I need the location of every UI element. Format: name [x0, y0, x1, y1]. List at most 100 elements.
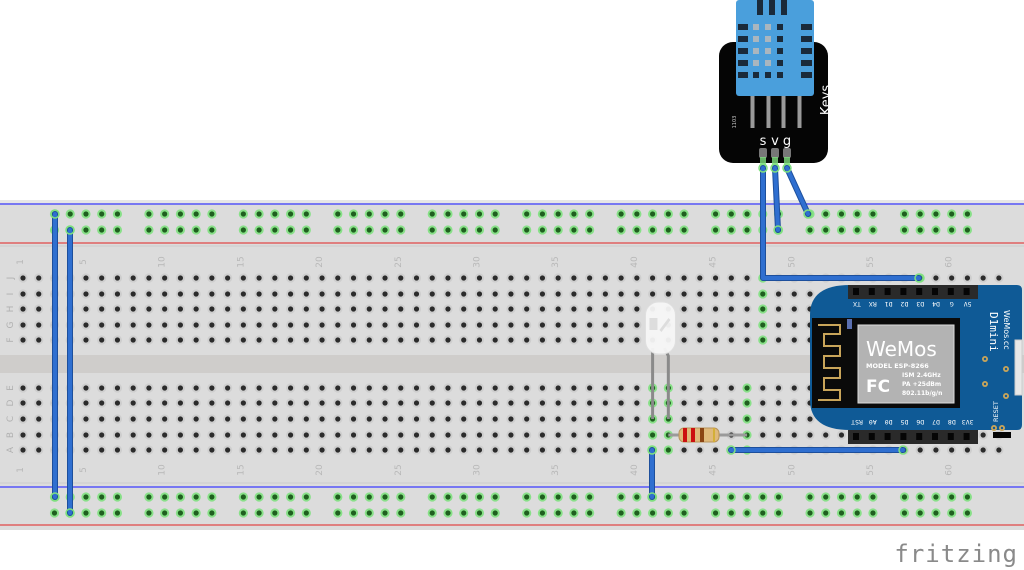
hole-A61[interactable]: [964, 447, 971, 453]
hole-G11[interactable]: [177, 322, 183, 328]
hole-A6[interactable]: [99, 447, 105, 453]
hole-E29[interactable]: [461, 385, 467, 391]
hole-G33[interactable]: [524, 322, 530, 328]
top-rail-hole[interactable]: [162, 211, 168, 217]
hole-A33[interactable]: [524, 447, 530, 453]
hole-E22[interactable]: [350, 385, 357, 391]
hole-I9[interactable]: [146, 291, 152, 297]
hole-I51[interactable]: [807, 291, 813, 297]
hole-A24[interactable]: [382, 447, 388, 453]
hole-I5[interactable]: [83, 291, 89, 297]
hole-H17[interactable]: [272, 306, 278, 312]
hole-G24[interactable]: [382, 322, 388, 328]
top-rail-hole[interactable]: [681, 211, 687, 217]
top-rail-hole[interactable]: [461, 211, 467, 217]
hole-B2[interactable]: [36, 432, 42, 438]
top-rail-hole[interactable]: [539, 211, 546, 217]
hole-F11[interactable]: [177, 337, 183, 343]
hole-D25[interactable]: [398, 400, 404, 406]
bottom-rail-hole[interactable]: [854, 510, 860, 516]
hole-F18[interactable]: [287, 337, 294, 343]
hole-I45[interactable]: [712, 291, 719, 297]
bottom-rail-hole[interactable]: [901, 494, 908, 500]
top-rail-hole[interactable]: [728, 211, 734, 217]
top-rail-hole[interactable]: [476, 211, 483, 217]
hole-J17[interactable]: [272, 275, 278, 281]
hole-J41[interactable]: [650, 275, 656, 281]
hole-A26[interactable]: [413, 447, 420, 453]
hole-A34[interactable]: [539, 447, 546, 453]
hole-J24[interactable]: [382, 275, 388, 281]
hole-A35[interactable]: [555, 447, 561, 453]
hole-I14[interactable]: [225, 291, 231, 297]
hole-I36[interactable]: [571, 291, 577, 297]
hole-B50[interactable]: [791, 432, 797, 438]
hole-A21[interactable]: [335, 447, 341, 453]
bottom-rail-hole[interactable]: [476, 510, 483, 516]
top-rail-hole[interactable]: [901, 211, 908, 217]
hole-B48[interactable]: [760, 432, 766, 438]
hole-I34[interactable]: [539, 291, 546, 297]
hole-B33[interactable]: [524, 432, 530, 438]
hole-J15[interactable]: [240, 275, 246, 281]
hole-J33[interactable]: [524, 275, 530, 281]
hole-H37[interactable]: [587, 306, 593, 312]
top-rail-hole[interactable]: [681, 227, 687, 233]
hole-G36[interactable]: [571, 322, 577, 328]
hole-I26[interactable]: [413, 291, 420, 297]
hole-D31[interactable]: [492, 400, 498, 406]
hole-H15[interactable]: [240, 306, 246, 312]
hole-E49[interactable]: [775, 385, 782, 391]
hole-A30[interactable]: [476, 447, 483, 453]
bottom-rail-hole[interactable]: [429, 510, 435, 516]
hole-C21[interactable]: [335, 416, 341, 422]
bottom-rail-hole[interactable]: [256, 510, 262, 516]
hole-J20[interactable]: [319, 275, 325, 281]
hole-D48[interactable]: [760, 400, 766, 406]
top-rail-hole[interactable]: [146, 227, 152, 233]
hole-J60[interactable]: [949, 275, 955, 281]
hole-I24[interactable]: [382, 291, 388, 297]
top-rail-hole[interactable]: [240, 211, 246, 217]
bottom-rail-hole[interactable]: [445, 510, 451, 516]
hole-I37[interactable]: [587, 291, 593, 297]
hole-F16[interactable]: [256, 337, 262, 343]
hole-F17[interactable]: [272, 337, 278, 343]
hole-B11[interactable]: [177, 432, 183, 438]
top-rail-hole[interactable]: [650, 227, 656, 233]
hole-B18[interactable]: [287, 432, 294, 438]
dht-pin-v[interactable]: [771, 148, 779, 158]
hole-I18[interactable]: [287, 291, 294, 297]
bottom-rail-hole[interactable]: [760, 510, 766, 516]
hole-F10[interactable]: [162, 337, 168, 343]
hole-G14[interactable]: [225, 322, 231, 328]
hole-I32[interactable]: [508, 291, 514, 297]
hole-G27[interactable]: [429, 322, 435, 328]
hole-E38[interactable]: [602, 385, 608, 391]
hole-D15[interactable]: [240, 400, 246, 406]
hole-F30[interactable]: [476, 337, 483, 343]
hole-F19[interactable]: [303, 337, 309, 343]
bottom-rail-hole[interactable]: [272, 510, 278, 516]
hole-F23[interactable]: [366, 337, 372, 343]
hole-A20[interactable]: [319, 447, 325, 453]
hole-D16[interactable]: [256, 400, 262, 406]
top-rail-hole[interactable]: [917, 211, 923, 217]
hole-A8[interactable]: [130, 447, 136, 453]
hole-E18[interactable]: [287, 385, 294, 391]
hole-E7[interactable]: [114, 385, 121, 391]
hole-A37[interactable]: [587, 447, 593, 453]
hole-D14[interactable]: [225, 400, 231, 406]
hole-H12[interactable]: [193, 306, 199, 312]
hole-C7[interactable]: [114, 416, 121, 422]
hole-C40[interactable]: [634, 416, 640, 422]
hole-D36[interactable]: [571, 400, 577, 406]
hole-A29[interactable]: [461, 447, 467, 453]
top-rail-hole[interactable]: [177, 227, 183, 233]
hole-F37[interactable]: [587, 337, 593, 343]
dht-pin-g[interactable]: [783, 148, 791, 158]
hole-J61[interactable]: [964, 275, 971, 281]
hole-E50[interactable]: [791, 385, 797, 391]
bottom-rail-hole[interactable]: [350, 510, 357, 516]
hole-G49[interactable]: [775, 322, 782, 328]
